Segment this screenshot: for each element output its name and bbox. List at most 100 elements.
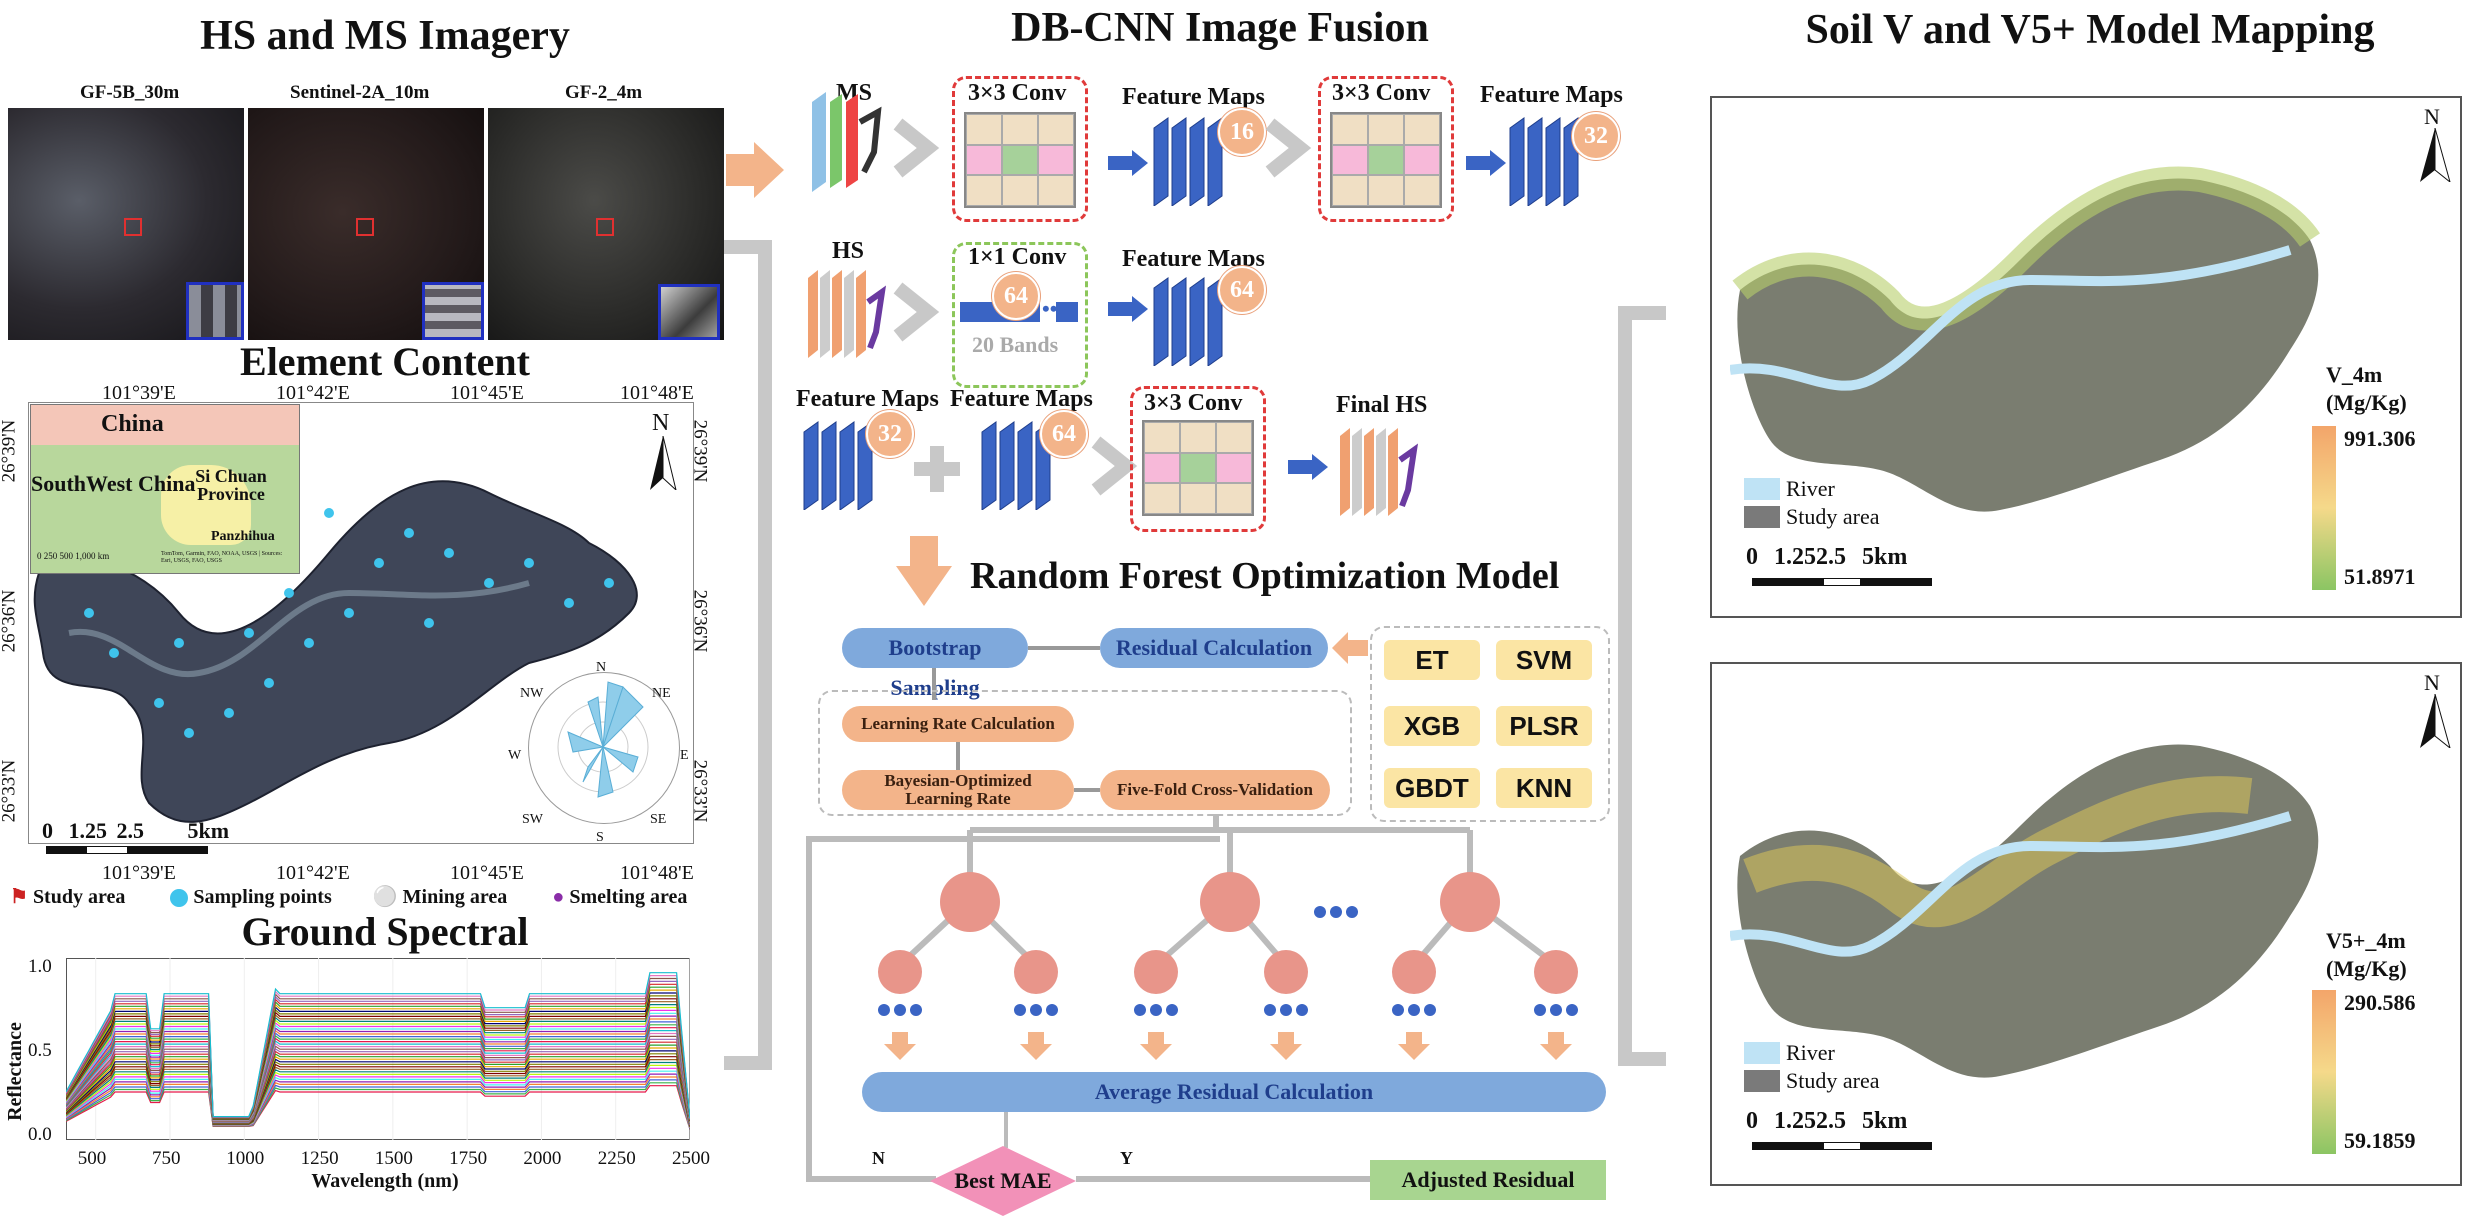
xtick-label: 1500 — [374, 1148, 413, 1169]
rose-s: S — [596, 830, 604, 845]
legend-sampling-points: Sampling points — [193, 886, 332, 908]
gf2-image — [488, 108, 724, 340]
north-label-map2: N — [2424, 670, 2440, 695]
model-et: ET — [1384, 640, 1480, 680]
study-area-icon: ⚑ — [10, 886, 28, 908]
spectrum-line — [66, 1015, 690, 1123]
lr-dashed-group — [818, 690, 1352, 816]
feature-stack-icon — [803, 421, 873, 510]
map1-max: 991.306 — [2344, 426, 2416, 451]
element-content-title: Element Content — [240, 339, 530, 384]
river-label-2: River — [1786, 1040, 1835, 1065]
badge-32: 32 — [1572, 112, 1620, 160]
xtick-label: 2500 — [672, 1148, 710, 1169]
spectrum-line — [66, 1061, 690, 1128]
residual-pill: Residual Calculation — [1100, 628, 1328, 668]
map2-unit: (Mg/Kg) — [2326, 956, 2407, 981]
map2-max: 290.586 — [2344, 990, 2416, 1015]
badge-64-conv1: 64 — [992, 272, 1040, 320]
final-hs-bands-icon — [1340, 428, 1419, 516]
model-knn: KNN — [1496, 768, 1592, 808]
xtick-label: 1000 — [226, 1148, 265, 1169]
rose-e: E — [680, 748, 689, 763]
map2-scale-c: 5 — [1862, 1108, 1874, 1134]
spectrum-line — [66, 992, 690, 1121]
spectrum-line — [66, 1076, 690, 1129]
image-label-gf2: GF-2_4m — [565, 82, 643, 103]
conv3-box-3 — [1130, 386, 1266, 532]
map2-min: 59.1859 — [2344, 1128, 2416, 1153]
fivefold-pill: Five-Fold Cross-Validation — [1100, 770, 1330, 810]
spectrum-line — [66, 1082, 690, 1130]
sentinel-image — [248, 108, 484, 340]
final-hs-label: Final HS — [1336, 392, 1428, 418]
connector-avg-down — [1004, 1112, 1008, 1148]
ytick-1: 0.5 — [28, 1040, 52, 1061]
map2-scale-a: 1.252.5 — [1774, 1108, 1846, 1134]
chevron-right-icon — [893, 118, 940, 178]
model-svm: SVM — [1496, 640, 1592, 680]
map1-scale-unit: km — [1874, 544, 1908, 570]
legend-mining-area: Mining area — [402, 886, 508, 908]
spectrum-line — [66, 1070, 690, 1129]
spectrum-line — [66, 1006, 690, 1122]
xtick-label: 1750 — [449, 1148, 488, 1169]
image-label-gf5b: GF-5B_30m — [80, 82, 180, 103]
smelting-area-icon: ● — [552, 886, 565, 908]
best-mae-label: Best MAE — [954, 1168, 1052, 1193]
mining-area-icon: ⚪ — [372, 886, 398, 908]
model-xgb: XGB — [1384, 706, 1480, 746]
bands-label: 20 Bands — [972, 332, 1059, 357]
spectrum-line — [66, 1053, 690, 1127]
spectrum-line — [66, 1004, 690, 1122]
study-label-2: Study area — [1786, 1068, 1880, 1093]
map-legend: ⚑ Study area Sampling points ⚪ Mining ar… — [10, 884, 687, 909]
lon-tick-bottom-3: 101°45'E — [450, 862, 524, 884]
spectrum-line — [66, 1085, 690, 1130]
arrow-right-icon — [1108, 150, 1148, 176]
xtick-label: 2000 — [523, 1148, 562, 1169]
map1-scale-zero: 0 — [1746, 544, 1758, 570]
map1-min: 51.8971 — [2344, 564, 2416, 589]
spectral-xlabel: Wavelength (nm) — [311, 1170, 459, 1192]
lat-tick-left-2: 26°36'N — [0, 589, 20, 653]
study-label-1: Study area — [1786, 504, 1880, 529]
rose-sw: SW — [522, 812, 543, 827]
badge-32-fusion: 32 — [866, 410, 914, 458]
lon-tick-bottom-2: 101°42'E — [276, 862, 350, 884]
north-label-left: N — [652, 410, 670, 436]
bracket-left — [724, 240, 772, 1070]
kernel-grid-1 — [964, 112, 1076, 208]
spectral-ylabel: Reflectance — [3, 1022, 26, 1121]
spectrum-line — [66, 1073, 690, 1129]
spectrum-line — [66, 1032, 690, 1125]
spectrum-line — [66, 983, 690, 1120]
inset-province: Si Chuan Province — [195, 466, 267, 504]
scale-bar-left — [46, 846, 208, 854]
arrow-right-icon — [1288, 454, 1328, 480]
right-title: Soil V and V5+ Model Mapping — [1805, 7, 2375, 53]
spectrum-line — [66, 1038, 690, 1125]
spectrum-line — [66, 1009, 690, 1123]
map2-scale-unit: km — [1874, 1108, 1908, 1134]
image-label-s2: Sentinel-2A_10m — [290, 82, 430, 103]
conv1-box — [952, 242, 1088, 388]
spectrum-line — [66, 1067, 690, 1128]
inset-scale: 0 250 500 1,000 km — [37, 551, 110, 561]
map2-scale: 0 1.252.5 5km — [1746, 1108, 1907, 1135]
map1-unit: (Mg/Kg) — [2326, 390, 2407, 415]
chevron-right-icon — [893, 282, 940, 342]
yes-label: Y — [1120, 1148, 1133, 1168]
chevron-right-icon — [1091, 436, 1138, 496]
spectrum-line — [66, 975, 690, 1119]
feedback-loop-top — [806, 836, 1220, 842]
bracket-right — [1618, 306, 1666, 1066]
study-map — [28, 402, 694, 844]
spectrum-line — [66, 1050, 690, 1127]
spectrum-line — [66, 1035, 690, 1125]
lat-tick-left-1: 26°39'N — [0, 419, 20, 483]
ytick-2: 1.0 — [28, 956, 52, 977]
connector-bootstrap-residual — [1028, 646, 1100, 650]
lon-tick-top-3: 101°45'E — [450, 382, 524, 404]
map1-scale: 0 1.252.5 5km — [1746, 544, 1907, 571]
